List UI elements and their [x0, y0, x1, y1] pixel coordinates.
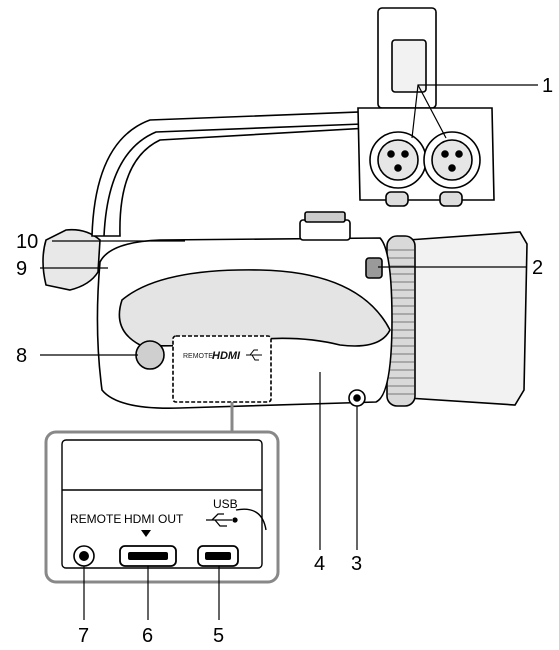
callout-5: 5: [213, 625, 224, 647]
callout-4: 4: [314, 553, 325, 575]
xlr-input-icon: [369, 131, 481, 189]
callout-8: 8: [16, 345, 27, 367]
callout-2: 2: [532, 257, 543, 279]
usb-label: USB: [213, 497, 238, 511]
callout-6: 6: [142, 625, 153, 647]
lens-hood: [407, 231, 528, 406]
hdmi-out-label: HDMI OUT: [124, 512, 184, 526]
usb-terminal: [197, 545, 239, 567]
callout-10: 10: [16, 231, 38, 253]
usb-icon: [206, 513, 238, 527]
remote-terminal: [73, 545, 95, 567]
remote-label: REMOTE: [70, 512, 121, 526]
camcorder-illustration: [42, 7, 528, 409]
hdmi-terminal: [119, 545, 177, 567]
microphone-grille-icon: [135, 340, 165, 370]
accessory-shoe: [299, 219, 351, 241]
terminal-cover-panel: [172, 335, 272, 403]
viewfinder-eyecup: [42, 228, 101, 291]
callout-3: 3: [351, 553, 362, 575]
panel-remote-label: REMOTE: [183, 353, 213, 360]
side-sensor: [365, 257, 383, 279]
callout-7: 7: [78, 625, 89, 647]
panel-hdmi-logo: HDMI: [212, 350, 241, 362]
leader-lines: [40, 84, 538, 620]
callout-9: 9: [16, 258, 27, 280]
down-arrow-icon: [141, 530, 151, 537]
callout-1: 1: [542, 75, 553, 97]
usb-icon: [246, 349, 262, 361]
